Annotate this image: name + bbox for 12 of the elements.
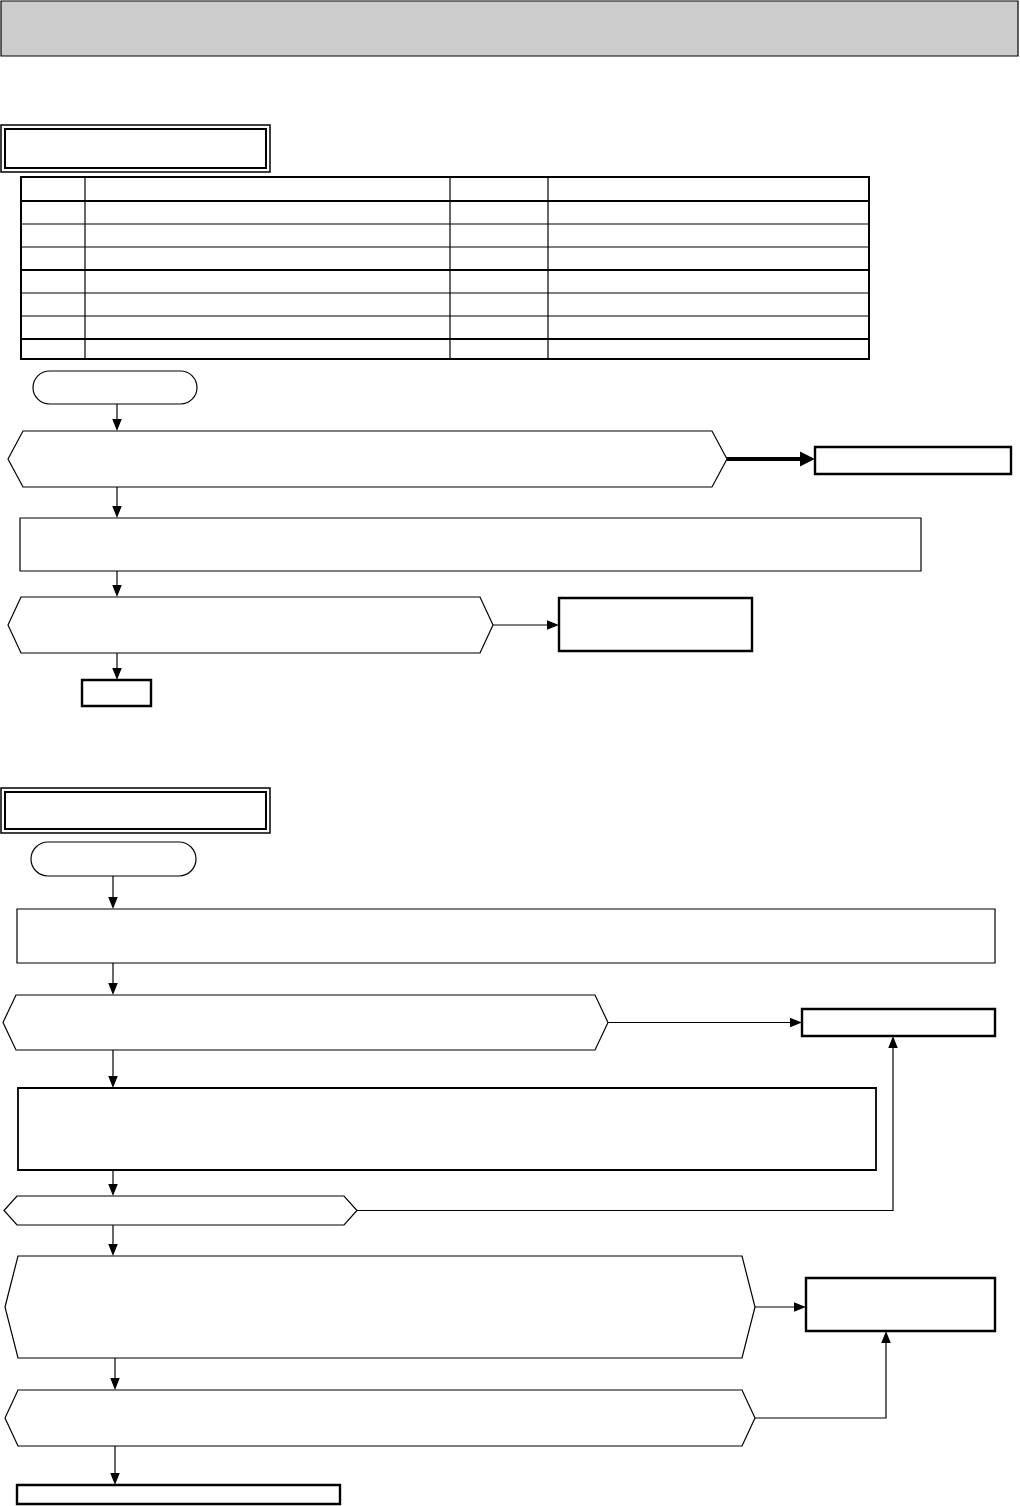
process-box: [80, 678, 153, 708]
process-box: [557, 596, 754, 653]
process-box: [813, 445, 1013, 476]
process-box: [17, 1087, 877, 1171]
terminal-shape: [30, 841, 197, 877]
process-box: [15, 1483, 342, 1506]
decision-hexagon: [3, 1195, 358, 1226]
process-box: [19, 517, 922, 572]
process-box: [800, 1007, 997, 1038]
process-box: [16, 908, 996, 964]
terminal-shape: [32, 370, 198, 405]
process-box: [804, 1276, 997, 1333]
